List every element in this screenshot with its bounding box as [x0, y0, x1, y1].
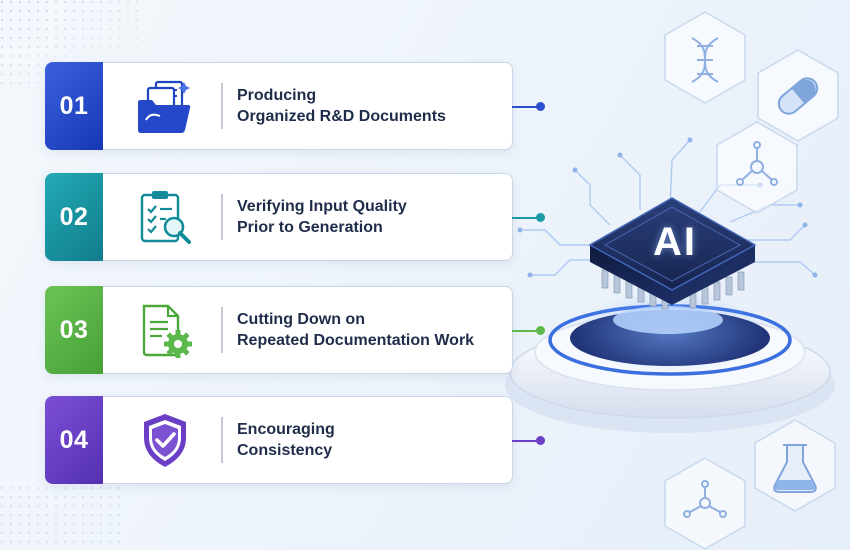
- connector-3: [512, 326, 545, 335]
- step-number: 02: [59, 202, 89, 231]
- feature-label-2: Verifying Input Quality Prior to Generat…: [237, 174, 507, 260]
- feature-line-1: Verifying Input Quality: [237, 198, 407, 215]
- feature-label-4: Encouraging Consistency: [237, 397, 507, 483]
- clipboard-magnifier-icon: [140, 191, 191, 244]
- feature-label-3: Cutting Down on Repeated Documentation W…: [237, 287, 507, 373]
- step-badge-2: 02: [45, 173, 103, 261]
- flask-icon: [773, 444, 817, 493]
- step-number: 03: [59, 315, 89, 344]
- feature-line-2: Consistency: [237, 442, 333, 459]
- step-badge-4: 04: [45, 396, 103, 484]
- connector-dot: [536, 436, 545, 445]
- network-icon: [683, 480, 727, 518]
- molecule-icon: [736, 141, 778, 186]
- connector-1: [512, 102, 545, 111]
- hex-molecule: [716, 121, 798, 214]
- feature-card-2: 02 Verifying Input Quality Prior to Gene…: [45, 173, 545, 261]
- hex-network: [664, 457, 746, 550]
- connector-2: [512, 213, 545, 222]
- chip-label: AI: [653, 220, 697, 264]
- connector-dot: [536, 102, 545, 111]
- feature-label-1: Producing Organized R&D Documents: [237, 63, 507, 149]
- shield-check-icon: [144, 414, 186, 467]
- folder-documents-icon: [138, 80, 191, 133]
- dna-icon: [691, 37, 719, 83]
- divider: [221, 417, 223, 463]
- step-badge-3: 03: [45, 286, 103, 374]
- connector-dot: [536, 213, 545, 222]
- step-badge-1: 01: [45, 62, 103, 150]
- feature-line-2: Repeated Documentation Work: [237, 332, 475, 349]
- feature-line-1: Encouraging: [237, 421, 335, 438]
- capsule-icon: [777, 77, 819, 115]
- divider: [221, 83, 223, 129]
- feature-line-2: Prior to Generation: [237, 219, 383, 236]
- document-gear-icon: [142, 304, 192, 358]
- feature-card-1: 01 Producing Organized R&D Documents: [45, 62, 545, 150]
- ai-chip: [588, 197, 757, 310]
- divider: [221, 307, 223, 353]
- feature-card-3: 03 Cutting Down on: [45, 286, 545, 374]
- connector-dot: [536, 326, 545, 335]
- step-number: 04: [59, 425, 89, 454]
- feature-line-1: Cutting Down on: [237, 311, 365, 328]
- feature-line-1: Producing: [237, 87, 317, 104]
- divider: [221, 194, 223, 240]
- feature-card-4: 04 Encouraging Consistency: [45, 396, 545, 484]
- connector-4: [512, 436, 545, 445]
- feature-line-2: Organized R&D Documents: [237, 108, 446, 125]
- step-number: 01: [59, 91, 89, 120]
